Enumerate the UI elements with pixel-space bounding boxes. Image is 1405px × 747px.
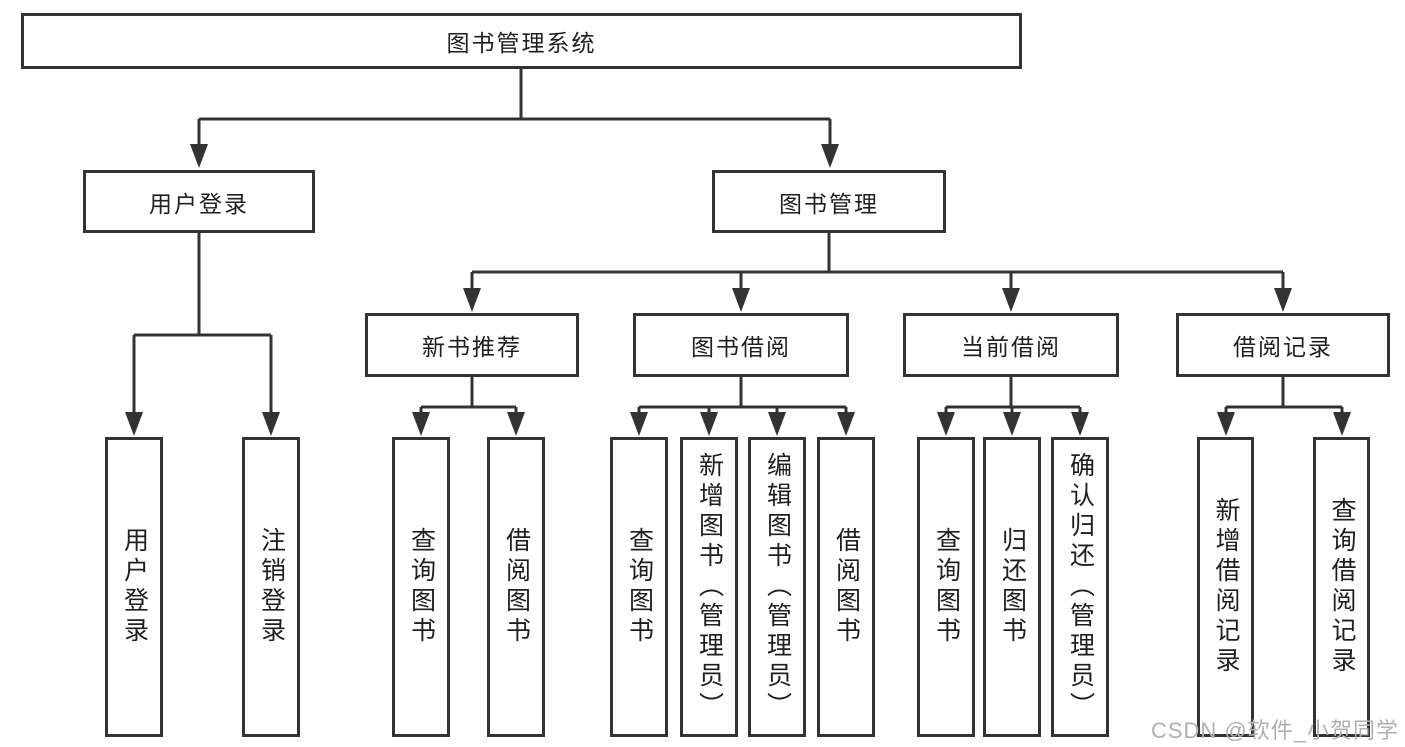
leaf-confirm-return-admin-label: 确认归还（管理员） [1066,452,1095,722]
node-new-book-recommend-label: 新书推荐 [422,334,522,360]
node-root-label: 图书管理系统 [446,30,597,56]
leaf-query-books-recommend-label: 查询图书 [407,527,436,647]
leaf-query-books-borrowing-label: 查询图书 [625,527,654,647]
node-root: 图书管理系统 [21,13,1022,69]
node-user-login: 用户登录 [83,170,315,233]
node-book-management-label: 图书管理 [779,190,879,217]
leaf-add-borrow-record: 新增借阅记录 [1197,437,1254,737]
leaf-add-book-admin-label: 新增图书（管理员） [695,452,724,722]
node-book-borrowing-label: 图书借阅 [691,334,791,360]
leaf-return-books: 归还图书 [983,437,1041,737]
leaf-add-borrow-record-label: 新增借阅记录 [1212,497,1240,677]
leaf-logout: 注销登录 [242,437,300,737]
node-book-borrowing: 图书借阅 [633,313,849,377]
leaf-query-borrow-record-label: 查询借阅记录 [1328,497,1356,677]
leaf-query-books-borrowing: 查询图书 [610,437,668,737]
leaf-query-borrow-record: 查询借阅记录 [1313,437,1370,737]
leaf-return-books-label: 归还图书 [998,527,1027,647]
leaf-query-books-current: 查询图书 [917,437,975,737]
leaf-edit-book-admin: 编辑图书（管理员） [748,437,806,737]
leaf-query-books-recommend: 查询图书 [392,437,450,737]
leaf-borrow-books-label: 借阅图书 [832,527,861,647]
leaf-borrow-books-recommend: 借阅图书 [487,437,545,737]
leaf-borrow-books-recommend-label: 借阅图书 [502,527,531,647]
node-borrowing-records-label: 借阅记录 [1233,334,1333,360]
leaf-edit-book-admin-label: 编辑图书（管理员） [763,452,792,722]
leaf-user-login-label: 用户登录 [120,527,149,647]
node-book-management: 图书管理 [712,170,946,233]
node-new-book-recommend: 新书推荐 [365,313,579,377]
leaf-add-book-admin: 新增图书（管理员） [680,437,738,737]
leaf-user-login: 用户登录 [105,437,163,737]
node-current-borrowing-label: 当前借阅 [961,334,1061,360]
leaf-logout-label: 注销登录 [257,527,286,647]
watermark: CSDN @软件_小贺同学 [1150,718,1399,743]
node-borrowing-records: 借阅记录 [1176,313,1390,377]
leaf-borrow-books: 借阅图书 [817,437,875,737]
leaf-query-books-current-label: 查询图书 [932,527,961,647]
node-user-login-label: 用户登录 [149,190,249,217]
node-current-borrowing: 当前借阅 [903,313,1119,377]
leaf-confirm-return-admin: 确认归还（管理员） [1051,437,1109,737]
